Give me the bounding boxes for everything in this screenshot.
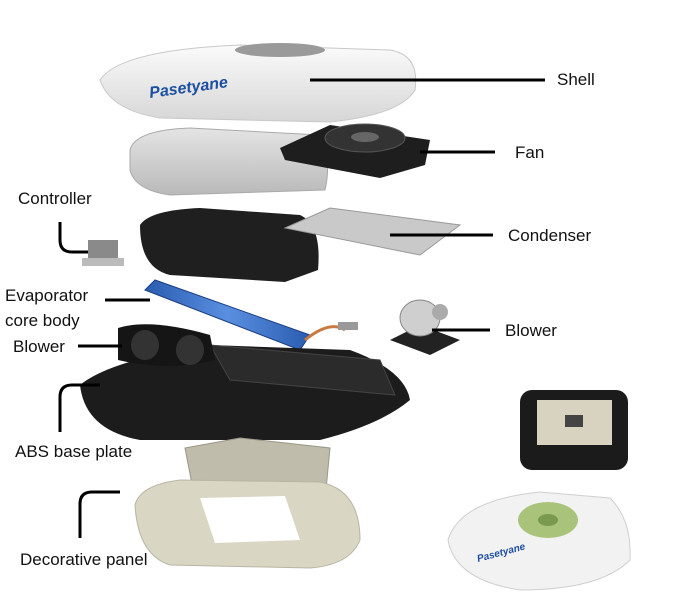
thumbnail-bottom-view xyxy=(520,390,628,470)
thumbnail-assembled-unit: Pasetyane xyxy=(447,491,631,591)
controller-part xyxy=(82,240,124,266)
housing-part xyxy=(140,208,319,282)
label-shell: Shell xyxy=(557,70,595,89)
fan-part xyxy=(280,123,430,178)
label-base-plate: ABS base plate xyxy=(15,442,133,461)
label-blower-left: Blower xyxy=(13,337,65,356)
evaporator-part xyxy=(144,279,358,351)
label-evaporator-line2: core body xyxy=(5,311,80,330)
label-fan: Fan xyxy=(515,143,545,162)
label-condenser: Condenser xyxy=(508,226,592,245)
label-controller: Controller xyxy=(18,189,92,208)
blower-left-part xyxy=(118,324,215,366)
label-blower-right: Blower xyxy=(505,321,557,340)
condenser-part xyxy=(283,207,462,256)
decorative-panel-part xyxy=(134,479,361,569)
label-decorative-panel: Decorative panel xyxy=(20,550,148,569)
shell-part: Pasetyane xyxy=(99,43,417,123)
leader-lines xyxy=(58,78,545,538)
label-evaporator-line1: Evaporator xyxy=(5,286,89,305)
blower-right-part xyxy=(390,299,460,355)
